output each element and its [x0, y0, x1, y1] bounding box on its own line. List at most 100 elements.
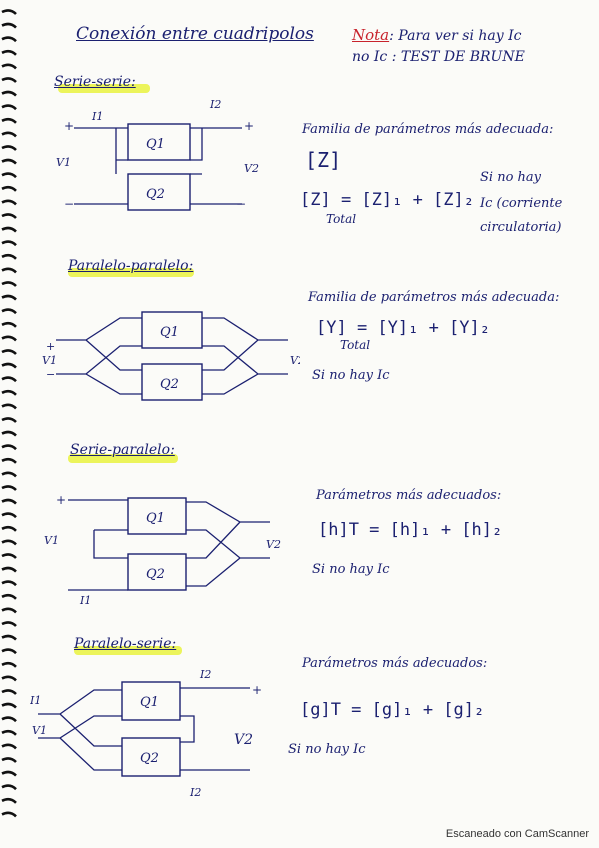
svg-text:Q1: Q1 — [160, 325, 179, 340]
note-label: Nota — [352, 26, 390, 44]
svg-text:Q2: Q2 — [146, 187, 165, 202]
spiral-ring — [1, 308, 17, 315]
spiral-ring — [1, 689, 17, 695]
param-text-3: Parámetros más adecuados: — [316, 488, 502, 503]
svg-text:Q2: Q2 — [160, 377, 179, 392]
spiral-ring — [1, 77, 17, 83]
svg-text:+: + — [252, 683, 262, 697]
svg-text:V2: V2 — [290, 354, 300, 367]
spiral-ring — [1, 389, 17, 396]
eq-1b: [Z] = [Z]₁ + [Z]₂ — [300, 190, 474, 210]
spiral-ring — [1, 226, 17, 233]
highlight-serie-paralelo — [68, 454, 178, 463]
spiral-ring — [1, 661, 17, 668]
spiral-ring — [1, 417, 17, 423]
spiral-ring — [1, 253, 17, 260]
spiral-ring — [1, 403, 17, 410]
svg-text:+: + — [46, 340, 55, 353]
highlight-serie-serie — [58, 84, 150, 93]
svg-text:V1: V1 — [42, 354, 57, 367]
spiral-ring — [1, 729, 17, 736]
eq-3: [h]T = [h]₁ + [h]₂ — [318, 520, 503, 540]
svg-text:I2: I2 — [209, 100, 221, 111]
spiral-ring — [1, 145, 17, 151]
spiral-ring — [1, 240, 17, 247]
spiral-ring — [1, 199, 17, 206]
spiral-ring — [1, 634, 17, 641]
spiral-ring — [1, 9, 17, 15]
spiral-ring — [1, 471, 17, 478]
spiral-ring — [1, 457, 17, 464]
spiral-ring — [1, 104, 17, 111]
svg-text:Q1: Q1 — [140, 695, 159, 710]
spiral-ring — [1, 539, 17, 546]
spiral-ring — [1, 702, 17, 709]
spiral-ring — [1, 430, 17, 437]
spiral-ring — [1, 185, 17, 192]
spiral-ring — [1, 376, 17, 383]
svg-text:V1: V1 — [32, 724, 47, 737]
svg-text:Q2: Q2 — [140, 751, 159, 766]
spiral-ring — [1, 321, 17, 328]
spiral-ring — [1, 49, 17, 56]
svg-text:−: − — [236, 197, 246, 211]
spiral-ring — [1, 362, 17, 369]
section-title-paralelo-paralelo: Paralelo-paralelo: — [68, 258, 194, 274]
spiral-ring — [1, 566, 17, 573]
spiral-ring — [1, 498, 17, 505]
scanner-watermark: Escaneado con CamScanner — [445, 828, 589, 840]
spiral-ring — [1, 621, 17, 627]
note-line-2: no Ic : TEST DE BRUNE — [352, 49, 525, 65]
cond-1-line1: Si no hay — [480, 170, 541, 185]
svg-text:−: − — [46, 368, 55, 381]
eq-2: [Y] = [Y]₁ + [Y]₂ — [316, 318, 490, 338]
eq-1a: [Z] — [305, 148, 342, 172]
spiral-ring — [1, 117, 17, 124]
spiral-ring — [1, 716, 17, 723]
spiral-ring — [1, 444, 17, 451]
svg-text:+: + — [64, 119, 74, 133]
svg-text:+: + — [56, 493, 66, 507]
svg-text:V2: V2 — [244, 162, 259, 175]
eq-4: [g]T = [g]₁ + [g]₂ — [300, 700, 485, 720]
spiral-ring — [1, 797, 17, 804]
spiral-ring — [1, 770, 17, 777]
spiral-ring — [1, 131, 17, 138]
eq-2-sub: Total — [340, 338, 371, 352]
spiral-ring — [1, 36, 17, 43]
spiral-ring — [1, 172, 17, 179]
cond-2: Si no hay Ic — [312, 368, 390, 383]
spiral-ring — [1, 512, 17, 519]
svg-text:V1: V1 — [56, 156, 71, 169]
spiral-ring — [1, 485, 17, 491]
circuit-paralelo-paralelo: Q1 Q2 + − V2 V1 — [42, 311, 300, 401]
cond-4: Si no hay Ic — [288, 742, 366, 757]
spiral-ring — [1, 675, 17, 682]
spiral-ring — [1, 158, 17, 165]
svg-text:I1: I1 — [30, 694, 41, 707]
cond-3: Si no hay Ic — [312, 562, 390, 577]
spiral-binding — [1, 9, 17, 818]
spiral-ring — [1, 757, 17, 763]
cond-1-line3: circulatoria) — [480, 220, 562, 235]
spiral-ring — [1, 335, 17, 342]
spiral-ring — [1, 349, 17, 355]
svg-text:Q1: Q1 — [146, 511, 165, 526]
svg-text:I1: I1 — [91, 110, 103, 123]
svg-text:V2: V2 — [234, 732, 253, 748]
svg-text:I2: I2 — [189, 786, 201, 799]
spiral-ring — [1, 525, 17, 532]
svg-text:Q2: Q2 — [146, 567, 165, 582]
note-line-1: : Para ver si hay Ic — [389, 28, 522, 44]
spiral-ring — [1, 743, 17, 750]
svg-text:Q1: Q1 — [146, 137, 165, 152]
section-title-paralelo-serie: Paralelo-serie: — [74, 636, 177, 652]
spiral-ring — [1, 784, 17, 791]
spiral-ring — [1, 648, 17, 655]
spiral-ring — [1, 22, 17, 29]
section-title-serie-paralelo: Serie-paralelo: — [70, 442, 175, 458]
